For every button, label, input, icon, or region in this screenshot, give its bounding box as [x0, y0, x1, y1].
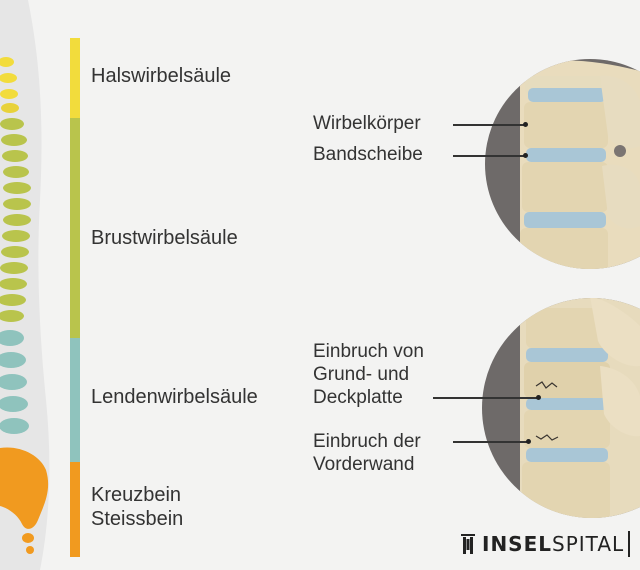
marker-intervertebral-disc: [523, 153, 528, 158]
label-cervical: Halswirbelsäule: [91, 65, 232, 87]
callout-anterior-wall-fracture: Einbruch der Vorderwand: [313, 431, 421, 475]
label-sacral-coccyx: Kreuzbein Steissbein: [91, 484, 184, 530]
cervical-vertebrae: [0, 57, 19, 113]
callout-intervertebral-disc: Bandscheibe: [313, 144, 423, 165]
region-bar-lumbar: [70, 338, 80, 462]
lumbar-vertebrae: [0, 330, 29, 434]
fractured-vertebrae-detail: [482, 298, 640, 518]
callout-vertebral-body: Wirbelkörper: [313, 113, 421, 134]
inselspital-emblem-icon: [461, 534, 475, 554]
inselspital-logo: INSELSPITAL: [460, 530, 631, 558]
label-thoracic: Brustwirbelsäule: [91, 227, 238, 249]
sacrum: [0, 447, 49, 554]
logo-wordmark: INSELSPITAL: [482, 532, 625, 556]
region-bar-cervical: [70, 38, 80, 118]
marker-vertebral-body: [523, 122, 528, 127]
logo-separator: [628, 531, 631, 557]
thoracic-vertebrae: [0, 118, 31, 322]
callout-endplate-fracture: Einbruch von Grund- und Deckplatte: [313, 341, 424, 408]
label-lumbar: Lendenwirbelsäule: [91, 386, 258, 408]
leader-endplate-fracture: [433, 397, 537, 399]
spine-illustration: [0, 0, 50, 570]
leader-vertebral-body: [453, 124, 525, 126]
healthy-vertebrae-detail: [485, 59, 640, 269]
marker-endplate-fracture: [536, 395, 541, 400]
marker-anterior-wall-fracture: [526, 439, 531, 444]
region-bar-sacral: [70, 462, 80, 557]
leader-intervertebral-disc: [453, 155, 525, 157]
region-bar-thoracic: [70, 118, 80, 338]
leader-anterior-wall-fracture: [453, 441, 527, 443]
